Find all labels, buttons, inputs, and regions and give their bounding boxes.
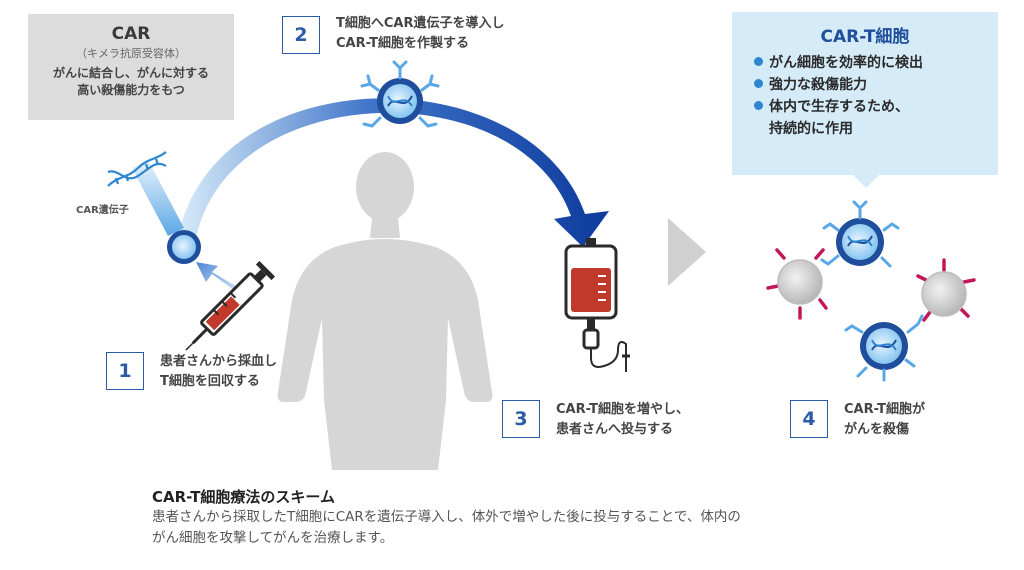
iv-bag-icon — [564, 238, 630, 372]
step-1-number: 1 — [106, 352, 144, 390]
t-cell-icon — [167, 230, 201, 264]
step-1-text: 患者さんから採血し T細胞を回収する — [160, 352, 277, 392]
car-subtitle: （キメラ抗原受容体） — [76, 47, 186, 60]
bullet-icon — [754, 79, 763, 88]
callout-pointer — [852, 174, 880, 188]
step-4-line-2: がんを殺傷 — [844, 422, 910, 437]
collection-arrow — [196, 262, 246, 296]
dna-icon — [107, 151, 167, 187]
car-title: CAR — [111, 24, 151, 44]
step-3-line-2: 患者さんへ投与する — [556, 422, 674, 437]
car-t-feature-text: 強力な殺傷能力 — [769, 77, 867, 93]
car-t-title: CAR-T細胞 — [820, 27, 910, 47]
car-desc-line-1: がんに結合し、がんに対する — [52, 66, 209, 80]
step-1-line-1: 患者さんから採血し — [160, 354, 278, 369]
step-3-number: 3 — [502, 400, 540, 438]
step-2-line-2: CAR-T細胞を作製する — [336, 36, 469, 51]
process-arc-arrow — [178, 98, 609, 247]
car-t-cell-icon — [820, 200, 900, 268]
car-desc-line-2: 高い殺傷能力をもつ — [77, 83, 185, 97]
step-4-line-1: CAR-T細胞が — [844, 402, 925, 417]
car-t-cell-icon — [360, 60, 440, 128]
patient-silhouette — [277, 152, 493, 470]
car-t-info-box: CAR-T細胞 がん細胞を効率的に検出 強力な殺傷能力 体内で生存するため、 持… — [732, 12, 998, 175]
car-t-feature-continuation: 持続的に作用 — [769, 121, 853, 137]
cancer-cell-icon — [916, 258, 976, 322]
step-2-line-1: T細胞へCAR遺伝子を導入し — [336, 16, 505, 31]
bullet-icon — [754, 57, 763, 66]
car-t-feature-text: 体内で生存するため、 — [769, 99, 909, 115]
step-4-text: CAR-T細胞が がんを殺傷 — [844, 400, 925, 440]
car-description: がんに結合し、がんに対する 高い殺傷能力をもつ — [28, 65, 234, 99]
car-info-box: CAR （キメラ抗原受容体） がんに結合し、がんに対する 高い殺傷能力をもつ — [28, 14, 234, 120]
cancer-cell-icon — [766, 248, 828, 320]
step-3-line-1: CAR-T細胞を増やし、 — [556, 402, 689, 417]
scheme-description: 患者さんから採取したT細胞にCARを遺伝子導入し、体外で増やした後に投与すること… — [152, 507, 952, 549]
gene-arrow — [132, 160, 184, 236]
syringe-icon — [185, 260, 276, 351]
step-1-line-2: T細胞を回収する — [160, 374, 260, 389]
step-3-text: CAR-T細胞を増やし、 患者さんへ投与する — [556, 400, 689, 440]
car-t-cell-icon — [844, 314, 924, 382]
car-t-feature-item: 強力な殺傷能力 — [754, 74, 923, 96]
step-4-number: 4 — [790, 400, 828, 438]
car-gene-label: CAR遺伝子 — [76, 205, 129, 216]
gray-triangle-arrow — [668, 218, 706, 286]
car-t-feature-text: がん細胞を効率的に検出 — [769, 55, 923, 71]
bullet-icon — [754, 101, 763, 110]
car-t-feature-list: がん細胞を効率的に検出 強力な殺傷能力 体内で生存するため、 持続的に作用 — [754, 52, 923, 140]
scheme-desc-line-1: 患者さんから採取したT細胞にCARを遺伝子導入し、体外で増やした後に投与すること… — [152, 509, 741, 525]
car-t-feature-item: 体内で生存するため、 — [754, 96, 923, 118]
step-2-number: 2 — [282, 16, 320, 54]
step-2-text: T細胞へCAR遺伝子を導入し CAR-T細胞を作製する — [336, 14, 504, 54]
scheme-title: CAR-T細胞療法のスキーム — [152, 488, 335, 506]
car-t-feature-item: がん細胞を効率的に検出 — [754, 52, 923, 74]
scheme-desc-line-2: がん細胞を攻撃してがんを治療します。 — [152, 530, 394, 546]
